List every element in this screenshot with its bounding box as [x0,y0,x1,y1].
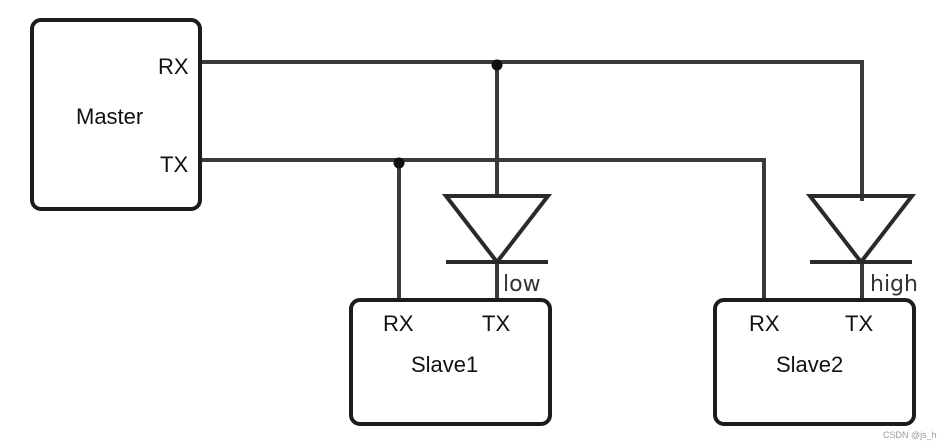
wires [198,60,864,302]
tx-junction-dot [393,157,405,169]
diode-2: high [805,194,918,297]
master-tx-wire [198,158,766,302]
diode-2-triangle-icon [805,194,917,266]
diode-1: low [441,194,553,297]
slave2-tx-label: TX [845,311,873,336]
slave1-label: Slave1 [411,352,478,377]
slave2-rx-label: RX [749,311,780,336]
rx-junction-dot [491,59,503,71]
diode-1-label: low [503,272,541,297]
master-rx-wire [198,60,864,201]
slave1-box [349,298,552,426]
slave2-label: Slave2 [776,352,843,377]
diode-1-triangle-icon [441,194,553,266]
master-device: Master RX TX [30,18,202,211]
master-box [30,18,202,211]
master-rx-label: RX [158,54,189,79]
slave1-tx-label: TX [482,311,510,336]
slave2-box [713,298,916,426]
diode-2-label: high [870,272,918,297]
slave2-device: RX TX Slave2 [713,298,916,426]
master-tx-label: TX [160,152,188,177]
master-label: Master [76,104,143,129]
watermark: CSDN @js_h [883,430,937,440]
slave1-rx-label: RX [383,311,414,336]
slave1-device: RX TX Slave1 [349,298,552,426]
